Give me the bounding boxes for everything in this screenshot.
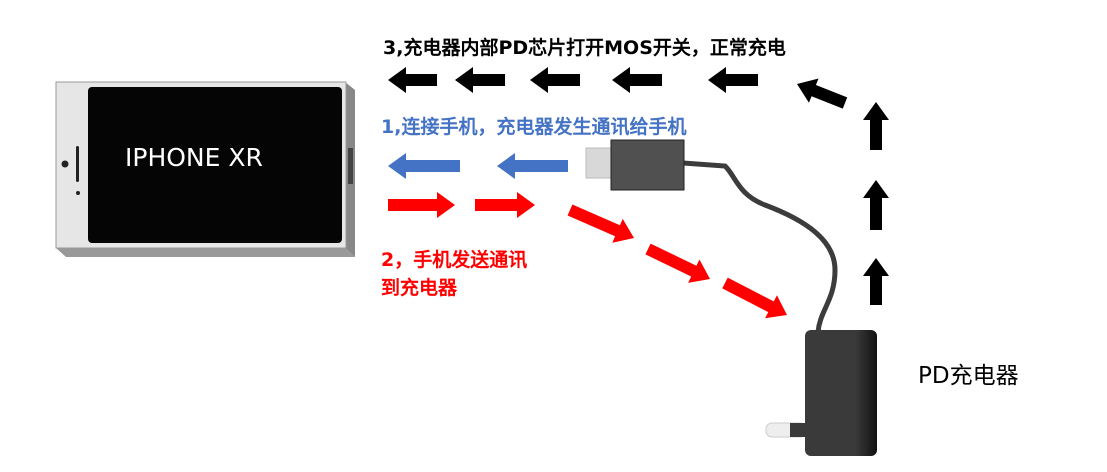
arrow-red-diagonal-icon — [722, 277, 788, 319]
arrow-red-diagonal-icon — [567, 204, 634, 243]
arrow-blue-left-icon — [388, 153, 460, 179]
phone-label: IPHONE XR — [125, 143, 263, 172]
charger-cable — [585, 139, 838, 333]
arrow-black-left-icon — [530, 67, 580, 93]
arrow-red-diagonal-icon — [645, 243, 711, 283]
arrow-blue-left-icon — [497, 153, 568, 179]
arrow-black-left-icon — [455, 67, 505, 93]
cable-connector — [610, 139, 685, 191]
arrow-black-left-icon — [708, 67, 758, 93]
arrow-black-left-icon — [388, 67, 437, 93]
step2-line1: 2，手机发送通讯 — [381, 249, 528, 271]
step2-line2: 到充电器 — [381, 277, 458, 299]
charger-label: PD充电器 — [918, 363, 1019, 389]
phone-screen — [88, 87, 342, 243]
side-button — [348, 148, 353, 184]
arrow-black-left-icon — [612, 67, 662, 93]
usb-c-plug — [585, 147, 615, 179]
camera-icon — [61, 160, 69, 168]
arrow-red-right-icon — [475, 192, 535, 218]
pd-charger — [765, 330, 877, 456]
iphone — [55, 81, 355, 257]
step2-label: 2，手机发送通讯到充电器 — [381, 246, 527, 302]
arrow-black-up-icon — [863, 102, 889, 150]
charger-body — [805, 330, 877, 456]
arrow-black-up-left-icon — [796, 78, 848, 109]
arrow-black-up-icon — [863, 258, 889, 305]
speaker-icon — [76, 146, 79, 182]
arrow-black-up-icon — [863, 180, 889, 230]
step3-label: 3,充电器内部PD芯片打开MOS开关，正常充电 — [383, 37, 786, 59]
arrow-red-right-icon — [388, 192, 455, 218]
step1-label: 1,连接手机，充电器发生通讯给手机 — [381, 116, 687, 138]
